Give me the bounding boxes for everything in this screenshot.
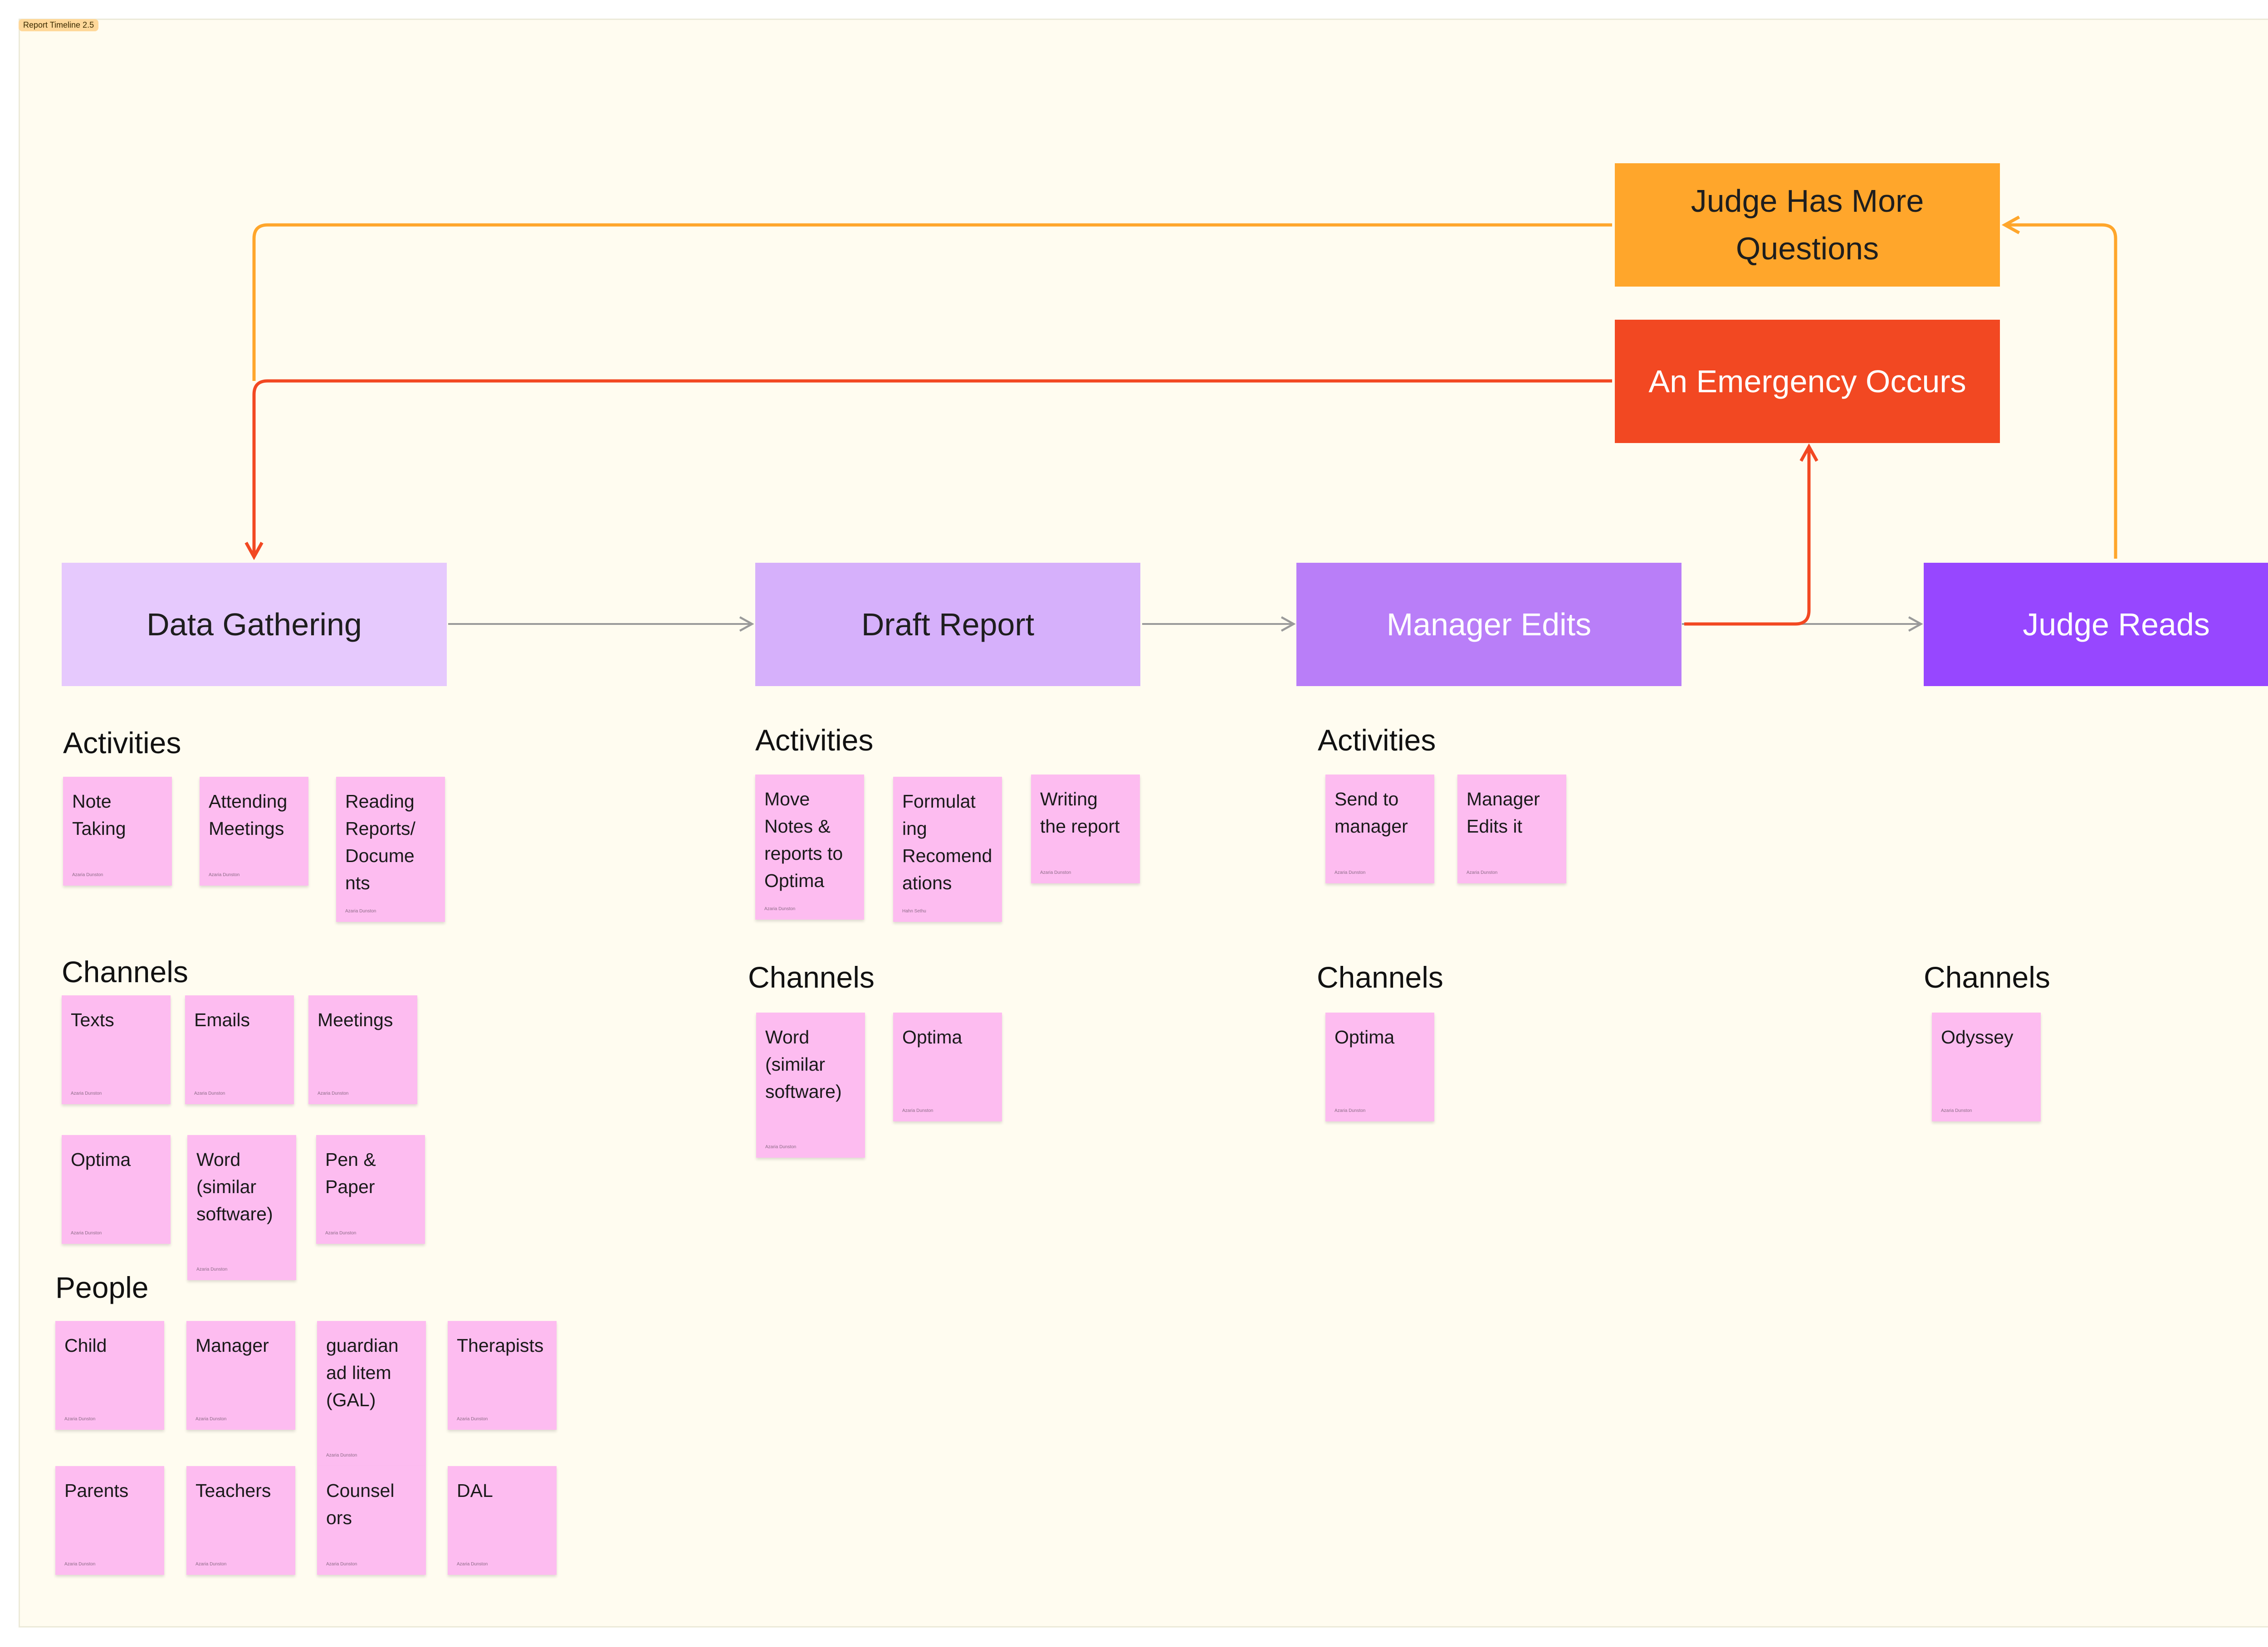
sticky-child[interactable]: Child Azaria Dunston [55,1321,164,1430]
sticky-author: Azaria Dunston [902,1108,934,1113]
sticky-text: Manager Edits it [1466,789,1540,837]
sticky-dg-optima[interactable]: Optima Azaria Dunston [62,1135,171,1244]
heading-me-activities: Activities [1318,723,1436,757]
sticky-text: Formulat ing Recomend ations [902,791,992,893]
arrow-manager-to-emergency[interactable] [1684,447,1809,626]
sticky-reading-reports[interactable]: Reading Reports/ Docume nts Azaria Dunst… [336,777,445,922]
sticky-therapists[interactable]: Therapists Azaria Dunston [448,1321,557,1430]
sticky-text: Reading Reports/ Docume nts [345,791,415,893]
sticky-dg-word[interactable]: Word (similar software) Azaria Dunston [187,1135,296,1280]
sticky-author: Azaria Dunston [194,1091,225,1096]
sticky-text: Teachers [196,1480,271,1501]
sticky-text: Optima [1334,1027,1395,1048]
sticky-author: Azaria Dunston [1941,1108,1972,1113]
sticky-author: Azaria Dunston [765,1145,797,1150]
sticky-author: Azaria Dunston [457,1562,488,1567]
sticky-author: Azaria Dunston [1334,1108,1366,1113]
sticky-author: Azaria Dunston [196,1417,227,1422]
sticky-author: Azaria Dunston [1466,870,1498,875]
sticky-text: DAL [457,1480,493,1501]
sticky-text: Attending Meetings [209,791,288,839]
sticky-pen-paper[interactable]: Pen & Paper Azaria Dunston [316,1135,425,1244]
sticky-text: Odyssey [1941,1027,2014,1048]
sticky-text: Move Notes & reports to Optima [764,789,843,891]
sticky-manager[interactable]: Manager Azaria Dunston [186,1321,295,1430]
arrow-questions-to-data[interactable] [252,223,1612,381]
heading-dr-channels: Channels [748,960,875,994]
sticky-writing-report[interactable]: Writing the report Azaria Dunston [1031,775,1140,883]
sticky-author: Azaria Dunston [1040,870,1071,875]
sticky-author: Azaria Dunston [325,1231,357,1236]
sticky-author: Azaria Dunston [72,872,103,877]
sticky-manager-edits-it[interactable]: Manager Edits it Azaria Dunston [1457,775,1566,883]
sticky-author: Azaria Dunston [318,1091,349,1096]
sticky-author: Azaria Dunston [64,1562,96,1567]
heading-jr-channels: Channels [1924,960,2050,994]
stage-draft-report[interactable]: Draft Report [755,563,1140,686]
sticky-author: Hahn Sethu [902,909,926,914]
sticky-text: Parents [64,1480,129,1501]
sticky-dal[interactable]: DAL Azaria Dunston [448,1466,557,1575]
sticky-text: Writing the report [1040,789,1120,837]
sticky-dr-word[interactable]: Word (similar software) Azaria Dunston [756,1013,865,1158]
sticky-text: Word (similar software) [196,1149,273,1224]
sticky-text: guardian ad litem (GAL) [326,1335,399,1410]
heading-dr-activities: Activities [755,723,874,757]
sticky-move-notes[interactable]: Move Notes & reports to Optima Azaria Du… [755,775,864,920]
sticky-text: Meetings [318,1009,393,1030]
sticky-author: Azaria Dunston [326,1562,357,1567]
stage-manager-edits[interactable]: Manager Edits [1296,563,1681,686]
sticky-author: Azaria Dunston [64,1417,96,1422]
sticky-dr-optima[interactable]: Optima Azaria Dunston [893,1013,1002,1121]
sticky-text: Word (similar software) [765,1027,842,1102]
sticky-text: Manager [196,1335,269,1356]
sticky-odyssey[interactable]: Odyssey Azaria Dunston [1932,1013,2041,1121]
sticky-author: Azaria Dunston [345,909,376,914]
sticky-attending-meetings[interactable]: Attending Meetings Azaria Dunston [200,777,308,886]
sticky-text: Emails [194,1009,250,1030]
sticky-text: Therapists [457,1335,544,1356]
sticky-note-taking[interactable]: Note Taking Azaria Dunston [63,777,172,886]
section-label[interactable]: Report Timeline 2.5 [19,19,99,31]
stage-judge-has-more-questions[interactable]: Judge Has More Questions [1615,163,2000,287]
stage-judge-reads[interactable]: Judge Reads [1924,563,2268,686]
arrow-judge-to-questions[interactable] [2005,225,2117,559]
sticky-teachers[interactable]: Teachers Azaria Dunston [186,1466,295,1575]
sticky-counselors[interactable]: Counsel ors Azaria Dunston [317,1466,426,1575]
sticky-formulating[interactable]: Formulat ing Recomend ations Hahn Sethu [893,777,1002,922]
sticky-author: Azaria Dunston [71,1231,102,1236]
sticky-send-to-manager[interactable]: Send to manager Azaria Dunston [1325,775,1434,883]
sticky-text: Counsel ors [326,1480,395,1528]
arrow-emergency-to-data[interactable] [254,379,1612,557]
sticky-text: Optima [71,1149,131,1170]
sticky-text: Send to manager [1334,789,1408,837]
sticky-text: Texts [71,1009,114,1030]
sticky-text: Pen & Paper [325,1149,376,1197]
sticky-me-optima[interactable]: Optima Azaria Dunston [1325,1013,1434,1121]
sticky-text: Note Taking [72,791,126,839]
sticky-author: Azaria Dunston [71,1091,102,1096]
sticky-author: Azaria Dunston [196,1267,228,1272]
sticky-author: Azaria Dunston [764,906,796,911]
sticky-gal[interactable]: guardian ad litem (GAL) Azaria Dunston [317,1321,426,1466]
heading-dg-activities: Activities [63,726,181,760]
sticky-author: Azaria Dunston [209,872,240,877]
stage-data-gathering[interactable]: Data Gathering [62,563,447,686]
sticky-text: Child [64,1335,107,1356]
heading-dg-people: People [55,1271,149,1304]
heading-me-channels: Channels [1317,960,1443,994]
stage-emergency-occurs[interactable]: An Emergency Occurs [1615,320,2000,443]
sticky-author: Azaria Dunston [1334,870,1366,875]
sticky-texts[interactable]: Texts Azaria Dunston [62,995,171,1104]
sticky-author: Azaria Dunston [457,1417,488,1422]
sticky-text: Optima [902,1027,963,1048]
sticky-author: Azaria Dunston [326,1453,357,1458]
sticky-parents[interactable]: Parents Azaria Dunston [55,1466,164,1575]
sticky-author: Azaria Dunston [196,1562,227,1567]
heading-dg-channels: Channels [62,955,188,989]
sticky-meetings[interactable]: Meetings Azaria Dunston [308,995,417,1104]
sticky-emails[interactable]: Emails Azaria Dunston [185,995,294,1104]
